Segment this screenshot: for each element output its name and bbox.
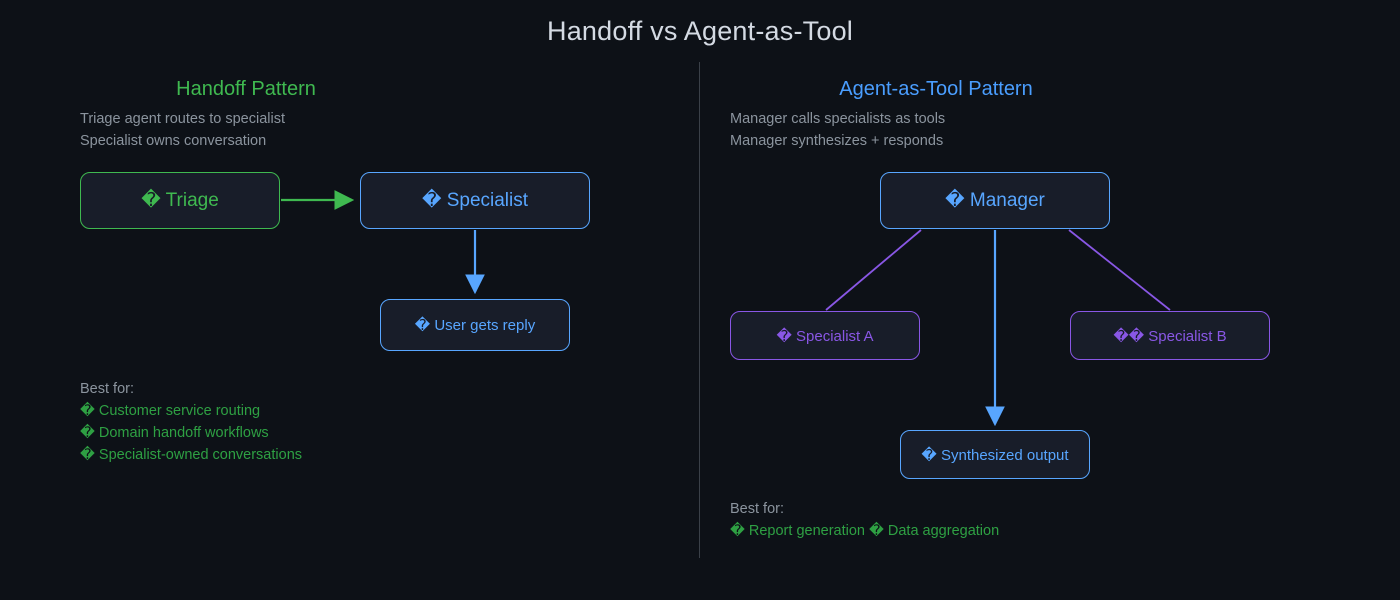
node-synthesized-output[interactable]: � Synthesized output [900, 430, 1090, 479]
best-for-handoff-heading: Best for: [80, 381, 134, 397]
node-triage[interactable]: � Triage [80, 172, 280, 229]
best-for-handoff: Best for: � Customer service routing � D… [80, 378, 302, 466]
edge-manager-to-specialist-a [825, 229, 922, 311]
node-specialist[interactable]: � Specialist [360, 172, 590, 229]
node-manager[interactable]: � Manager [880, 172, 1110, 229]
panel-divider [699, 62, 700, 558]
node-specialist-a-label: � Specialist A [776, 327, 874, 345]
best-for-agent-as-tool: Best for: � Report generation � Data agg… [730, 498, 999, 542]
node-specialist-label: � Specialist [421, 190, 529, 211]
panel-title-handoff: Handoff Pattern [176, 78, 316, 100]
node-manager-label: � Manager [945, 190, 1045, 211]
panel-title-agent-as-tool: Agent-as-Tool Pattern [839, 78, 1033, 100]
best-for-handoff-item-2: � Domain handoff workflows [80, 425, 269, 441]
edge-manager-to-specialist-b [1068, 229, 1171, 311]
page-title: Handoff vs Agent-as-Tool [547, 16, 853, 46]
best-for-handoff-item-1: � Customer service routing [80, 403, 261, 419]
node-specialist-b[interactable]: �� Specialist B [1070, 311, 1270, 360]
node-synthesized-output-label: � Synthesized output [921, 446, 1069, 464]
panel-subtitle-handoff: Triage agent routes to specialist Specia… [80, 111, 285, 149]
best-for-agent-as-tool-item-1: � Report generation � Data aggregation [730, 523, 1000, 539]
node-specialist-b-label: �� Specialist B [1113, 327, 1227, 345]
best-for-agent-as-tool-heading: Best for: [730, 501, 784, 517]
best-for-handoff-item-3: � Specialist-owned conversations [80, 447, 303, 463]
node-specialist-a[interactable]: � Specialist A [730, 311, 920, 360]
panel-subtitle-agent-as-tool: Manager calls specialists as tools Manag… [730, 111, 946, 149]
node-user-gets-reply[interactable]: � User gets reply [380, 299, 570, 351]
node-triage-label: � Triage [141, 190, 219, 211]
node-user-gets-reply-label: � User gets reply [414, 317, 536, 334]
